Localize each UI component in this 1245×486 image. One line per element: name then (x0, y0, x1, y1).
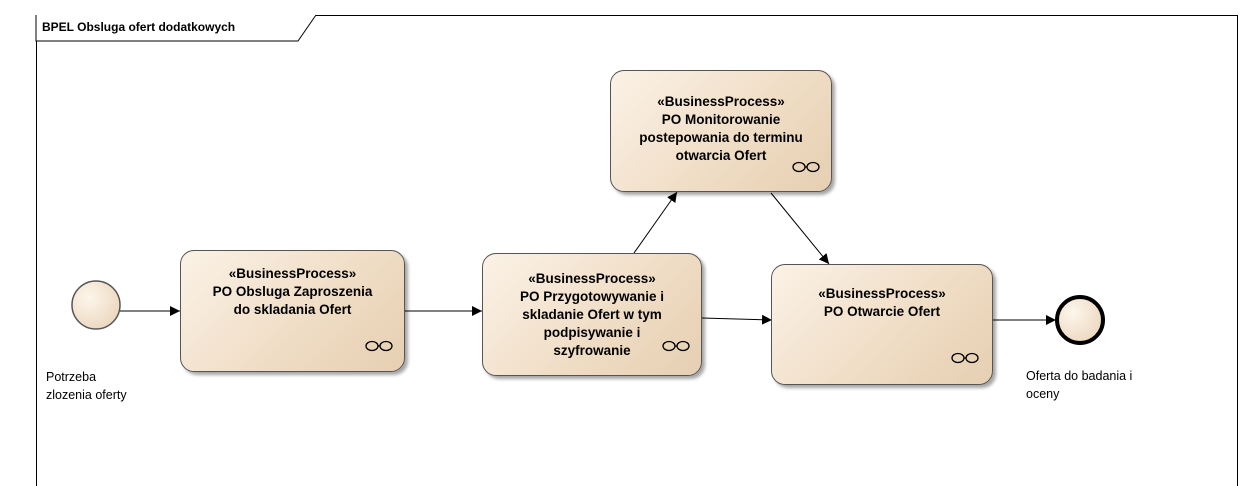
process-name-line: PO Monitorowanie (661, 112, 781, 127)
link-rings-icon (662, 340, 690, 352)
process-box-monitorowanie[interactable]: «BusinessProcess» PO Monitorowanie poste… (610, 70, 832, 192)
start-event-label-line-1: Potrzeba (46, 370, 97, 384)
process-stereotype: «BusinessProcess» (228, 266, 357, 281)
flow-p3-to-p4[interactable] (770, 192, 830, 265)
start-event[interactable] (71, 280, 121, 330)
end-event[interactable] (1055, 295, 1105, 345)
process-box-obsluga-zaproszenia[interactable]: «BusinessProcess» PO Obsluga Zaproszenia… (180, 250, 405, 372)
process-name-line: skladanie Ofert w tym (522, 307, 662, 322)
link-rings-icon (365, 340, 393, 352)
frame-title: BPEL Obsluga ofert dodatkowych (42, 20, 236, 34)
process-name-line: PO Otwarcie Ofert (823, 304, 941, 319)
link-rings-icon (951, 352, 979, 364)
process-name-line: szyfrowanie (553, 343, 631, 358)
end-event-label-line-1: Oferta do badania i (1026, 369, 1133, 383)
process-name-line: podpisywanie i (543, 325, 641, 340)
process-box-przygotowywanie[interactable]: «BusinessProcess» PO Przygotowywanie i s… (482, 253, 702, 376)
flow-p2-to-p4[interactable] (701, 314, 773, 325)
end-event-label: Oferta do badania i oceny (1026, 367, 1132, 403)
process-stereotype: «BusinessProcess» (657, 94, 785, 109)
process-name-line: PO Przygotowywanie i (519, 289, 665, 304)
process-box-otwarcie-ofert[interactable]: «BusinessProcess» PO Otwarcie Ofert (771, 264, 993, 385)
start-event-label-line-2: zlozenia oferty (46, 388, 127, 402)
flow-p2-to-p3[interactable] (633, 191, 678, 254)
process-stereotype: «BusinessProcess» (528, 271, 656, 286)
end-event-label-line-2: oceny (1026, 387, 1060, 401)
process-name-line: do skladania Ofert (233, 302, 352, 317)
link-rings-icon (792, 161, 820, 173)
process-name-line: otwarcia Ofert (675, 148, 767, 163)
start-event-label: Potrzeba zlozenia oferty (46, 368, 127, 404)
process-name-line: PO Obsluga Zaproszenia (212, 284, 373, 299)
process-name-line: postepowania do terminu (639, 130, 803, 145)
process-stereotype: «BusinessProcess» (818, 286, 946, 301)
diagram-frame (36, 15, 1238, 486)
